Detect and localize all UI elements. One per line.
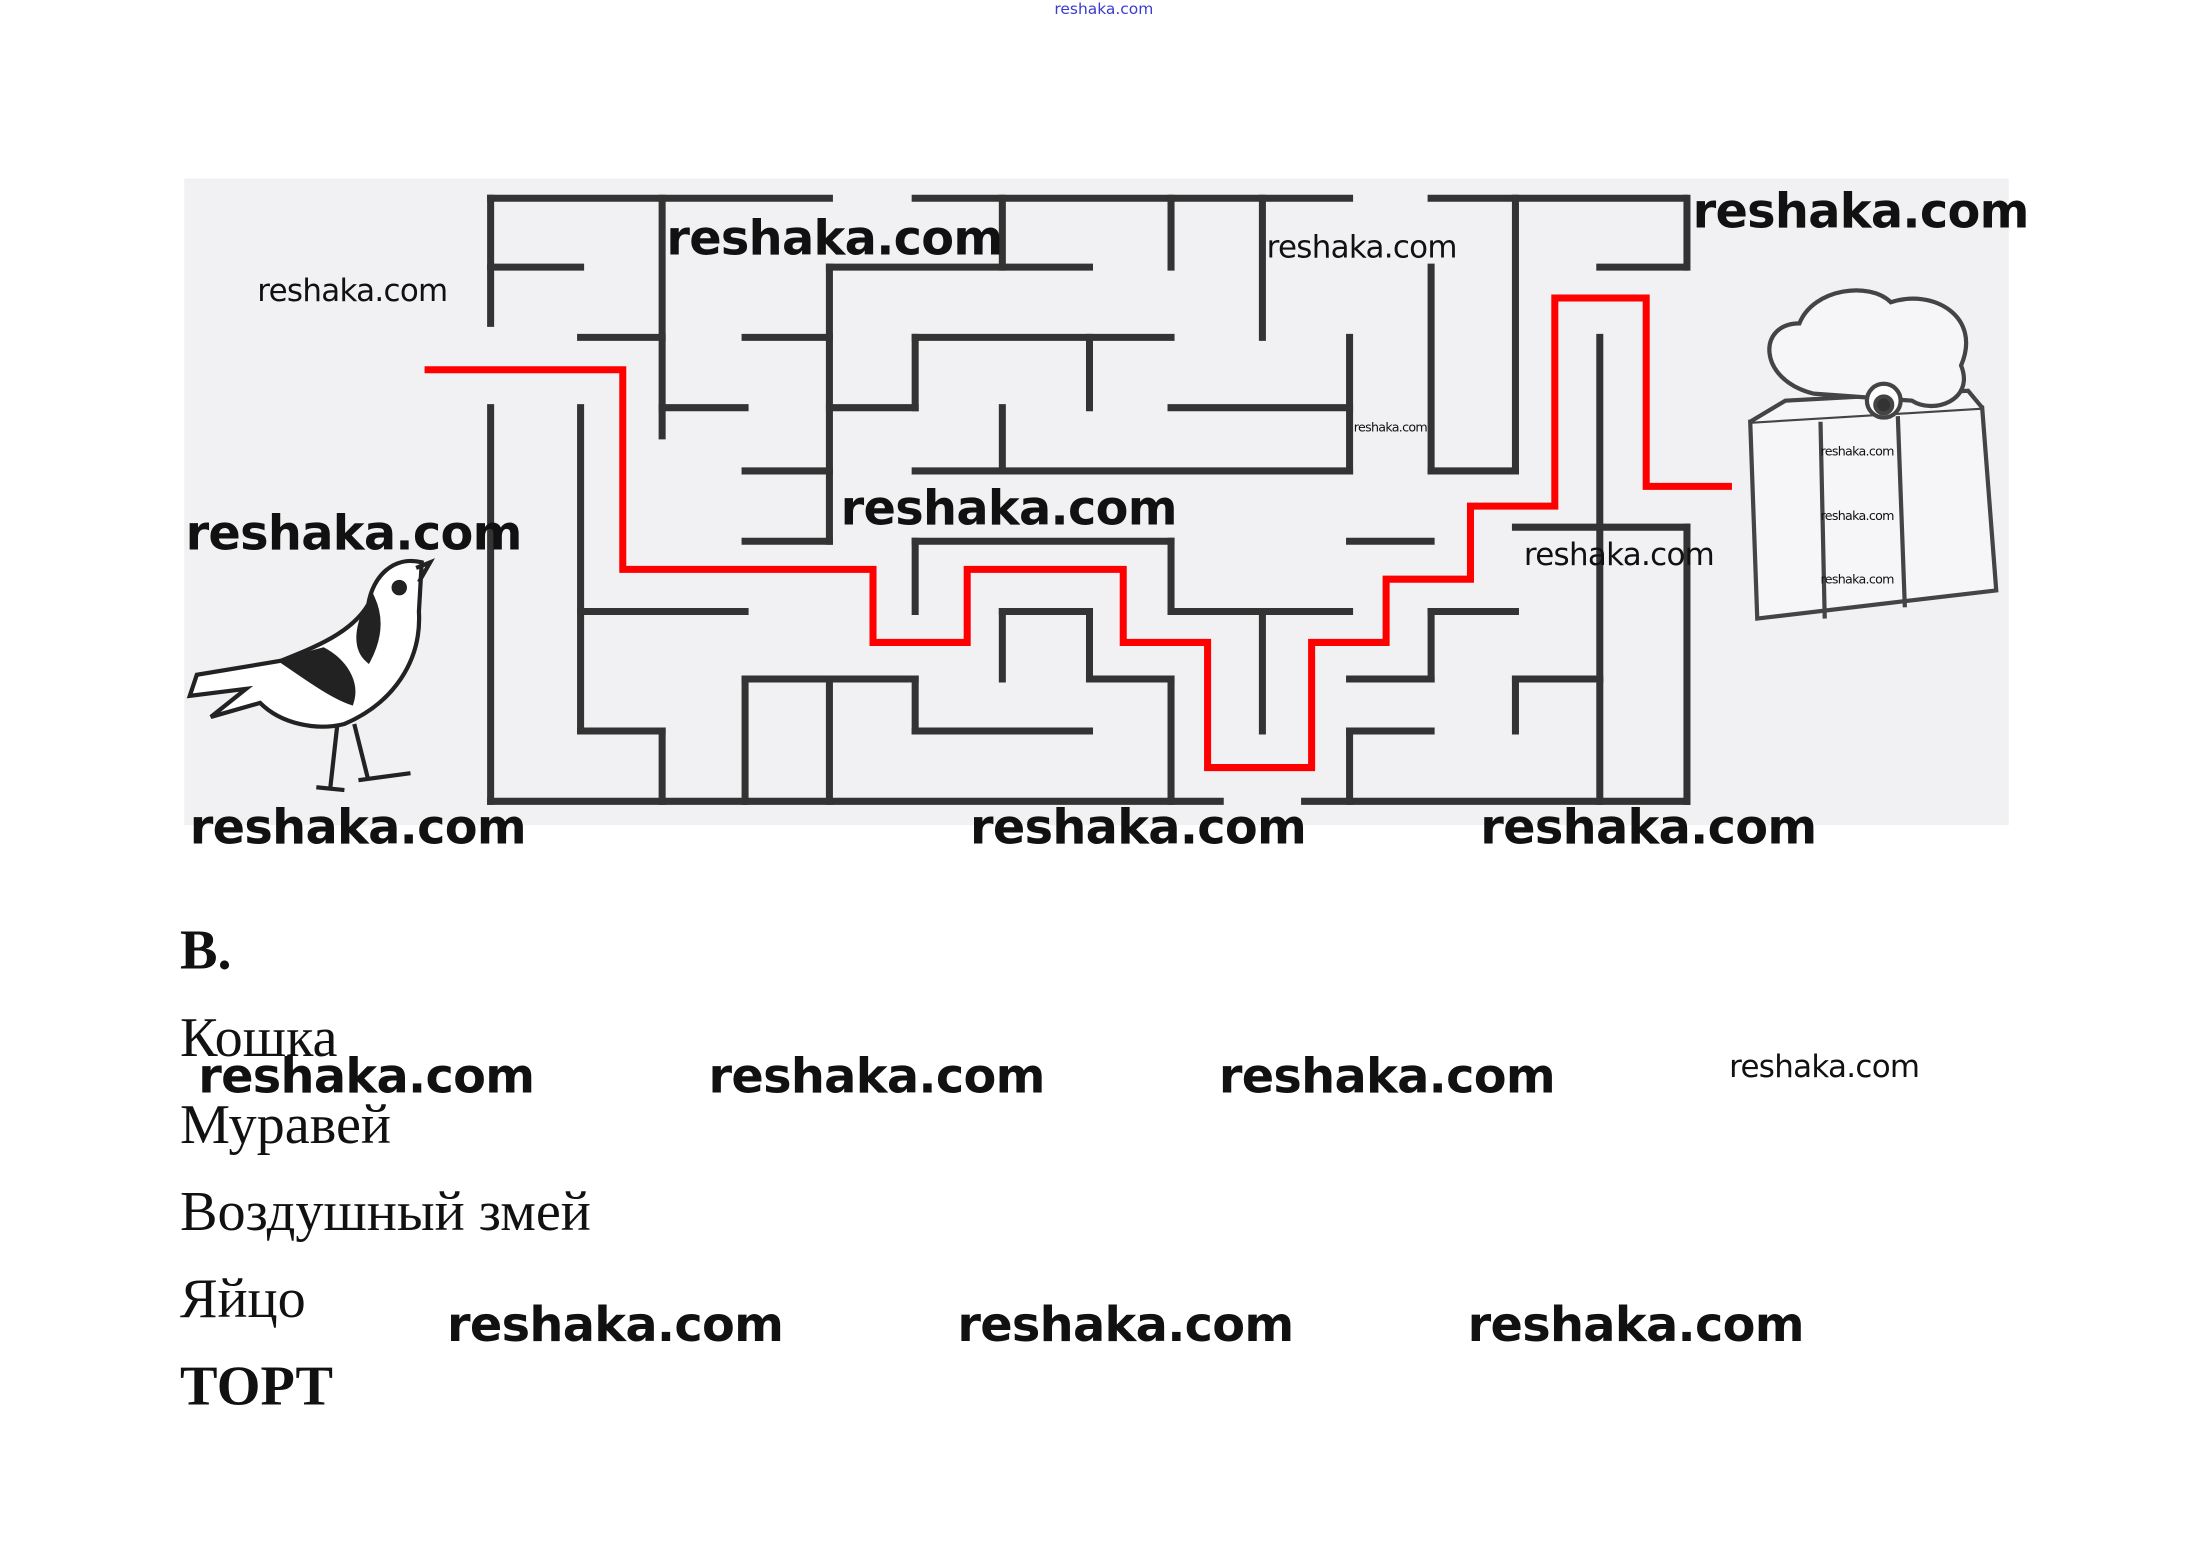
watermark: reshaka.com bbox=[1467, 1297, 1805, 1354]
watermark: reshaka.com bbox=[970, 799, 1307, 857]
watermark: reshaka.com bbox=[1692, 184, 2030, 241]
watermark: reshaka.com bbox=[447, 1297, 784, 1354]
watermark: reshaka.com bbox=[1480, 799, 1817, 857]
gift-illustration bbox=[1748, 288, 1999, 621]
answer-item: Кошка bbox=[179, 1005, 338, 1069]
final-answer: ТОРТ bbox=[179, 1353, 333, 1418]
solution-path bbox=[424, 294, 1732, 772]
watermark: reshaka.com bbox=[1820, 445, 1895, 460]
watermark: reshaka.com bbox=[1729, 1050, 1920, 1086]
watermark: reshaka.com bbox=[1820, 573, 1895, 588]
answer-item: Яйцо bbox=[179, 1266, 306, 1330]
watermark: reshaka.com bbox=[185, 506, 523, 563]
maze-walls bbox=[487, 194, 1691, 805]
watermark: reshaka.com bbox=[957, 1297, 1294, 1354]
answer-item: Воздушный змей bbox=[179, 1179, 591, 1243]
watermark: reshaka.com bbox=[1353, 421, 1428, 436]
bird-illustration bbox=[186, 558, 436, 793]
watermark: reshaka.com bbox=[257, 274, 448, 310]
watermark: reshaka.com bbox=[198, 1048, 535, 1105]
section-label: В. bbox=[179, 917, 232, 982]
watermark: reshaka.com bbox=[1820, 510, 1895, 525]
watermark: reshaka.com bbox=[1266, 230, 1458, 266]
watermark: reshaka.com bbox=[1523, 538, 1715, 574]
header-watermark: reshaka.com bbox=[1054, 0, 1154, 19]
watermark: reshaka.com bbox=[189, 799, 527, 857]
watermark: reshaka.com bbox=[666, 210, 1003, 268]
watermark: reshaka.com bbox=[1218, 1048, 1556, 1105]
answer-item: Муравей bbox=[179, 1092, 392, 1156]
maze-picture bbox=[184, 178, 2009, 826]
watermark: reshaka.com bbox=[708, 1048, 1046, 1105]
watermark: reshaka.com bbox=[840, 480, 1178, 538]
